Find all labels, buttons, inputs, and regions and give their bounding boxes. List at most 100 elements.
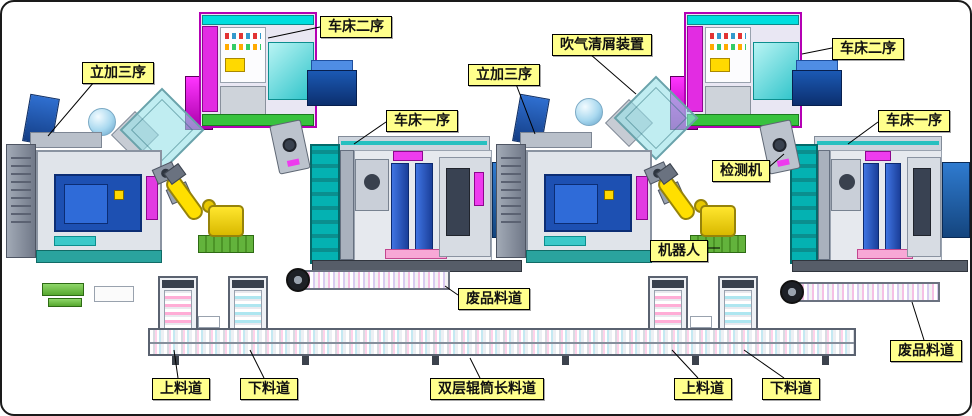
control-panel [705,27,751,83]
robot-cell-left [151,157,256,259]
conveyor-body [307,70,357,106]
label-lathe-seq1-right: 车床一序 [878,110,950,132]
deck-divider [150,342,854,344]
spindle-area [554,184,598,224]
panel-key [225,58,245,72]
accent-cyan [544,236,586,246]
sphere-ornament-right [575,98,603,126]
tower-cap [232,280,264,288]
label-lathe-seq2-right: 车床二序 [832,38,904,60]
lathe-seq1-right-machine [790,134,970,272]
right-cabinet [907,157,941,257]
chuck-bore [839,174,855,190]
top-rail [202,15,314,25]
center-bay [830,150,942,262]
vents [11,153,31,223]
conveyor-leg [302,356,309,365]
side-tower [496,144,526,258]
tool-dot [114,190,124,200]
side-tower [6,144,36,258]
tower-cap [652,280,684,288]
conveyor-leg [692,356,699,365]
exit-conveyor [307,60,357,108]
label-long-conveyor: 双层辊筒长料道 [430,378,544,400]
vmc-seq3-right-machine [496,132,652,264]
accent-pink [385,249,447,259]
conveyor-body [792,70,842,106]
beam-stripe [341,141,487,145]
dark-window [446,168,470,236]
machining-window [54,174,142,232]
conveyor-leg [562,356,569,365]
accent-magenta [636,176,648,220]
label-outfeed-left: 下料道 [240,378,298,400]
label-infeed-right: 上料道 [674,378,732,400]
label-outfeed-right: 下料道 [762,378,820,400]
base-strip [36,250,162,263]
accent-cyan [54,236,96,246]
slide-unit [863,163,879,255]
center-bay [354,150,492,262]
parts-bin-green [42,283,84,296]
conveyor-belt [296,270,450,290]
right-cabinet [439,157,491,257]
panel-key [710,58,730,72]
machine-base [792,260,968,272]
lathe-seq1-left-machine [310,134,522,272]
sprocket-wheel [780,280,804,304]
label-infeed-left: 上料道 [152,378,210,400]
machine-body [526,150,652,252]
scrap-conveyor-left [286,268,450,292]
tool-dot [604,190,614,200]
robot-cell-right [643,157,748,259]
accent-magenta [146,176,158,220]
control-box [690,316,712,328]
machine-body [199,12,317,128]
column [340,150,354,260]
accent-magenta [865,151,891,161]
column [818,150,830,260]
cyan-tower [310,144,340,264]
tower-cap [722,280,754,288]
accent-pink [857,249,913,259]
vents [501,153,521,223]
button-row [710,33,746,39]
top-beam [30,132,102,148]
beam-stripe [817,141,939,145]
button-row [225,44,261,50]
label-lathe-seq2-left: 车床二序 [320,16,392,38]
blue-module [942,162,970,238]
parts-bin-white [94,286,134,302]
slide-unit [391,163,409,255]
chuck-bore [364,174,380,190]
headstock [831,159,861,211]
control-box [198,316,220,328]
top-beam [520,132,592,148]
tower-cap [162,280,194,288]
button-row [225,33,261,39]
machine-body [684,12,802,128]
machine-body [36,150,162,252]
label-scrap-chute-left: 废品料道 [458,288,530,310]
slide-unit [885,163,901,255]
accent-magenta [393,151,423,161]
slide-unit [415,163,433,255]
leader-line [911,301,925,341]
parts-bin-green [48,298,82,307]
pallet [198,235,254,253]
lathe-seq2-left-machine [185,12,357,134]
conveyor-leg [432,356,439,365]
label-air-blow-cleaner: 吹气清屑装置 [552,34,652,56]
headstock [355,159,389,211]
dark-window [913,168,931,236]
sprocket-wheel [286,268,310,292]
label-scrap-chute-right: 废品料道 [890,340,962,362]
label-vmc-seq3-left: 立加三序 [82,62,154,84]
conveyor-belt [790,282,940,302]
control-panel [220,27,266,83]
label-vmc-seq3-right: 立加三序 [468,64,540,86]
button-row [710,44,746,50]
base-strip [526,250,652,263]
robot-base [700,205,736,237]
